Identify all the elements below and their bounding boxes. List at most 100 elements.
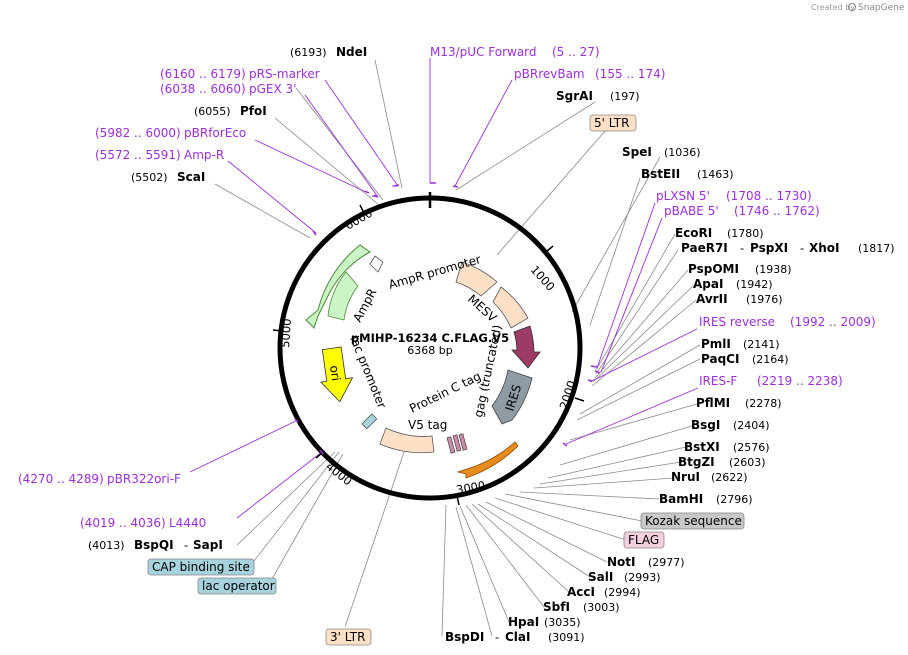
enzyme-nrui: NruI [671, 470, 700, 484]
primer-m13-puc-forward: M13/pUC Forward [430, 45, 537, 59]
primer-pgex3: pGEX 3' [249, 82, 296, 96]
enzyme-pfoi-pos: (6055) [194, 105, 231, 118]
label-v5-tag: V5 tag [408, 418, 447, 432]
enzyme-spei: SpeI [622, 145, 652, 159]
primer-l4440: L4440 [169, 516, 206, 530]
primer-pbrforeco: pBRforEco [184, 126, 246, 140]
lac-promoter-mark [361, 413, 378, 430]
enzyme-labels: (6193) NdeI (6055) PfoI (5502) ScaI SgrA… [88, 45, 895, 644]
label-kozak: Kozak sequence [645, 514, 742, 528]
primer-plxsn5-pos: (1708 .. 1730) [726, 189, 812, 203]
label-5ltr: 5' LTR [594, 116, 629, 130]
primer-leader-lines [189, 58, 699, 519]
primer-pbrrevbam-pos: (155 .. 174) [595, 67, 665, 81]
primer-pbabe5: pBABE 5' [664, 204, 719, 218]
primer-site-marks [294, 182, 601, 455]
tick-5000: 5000 [278, 318, 294, 348]
box-kozak [640, 512, 745, 530]
primer-ires-f-pos: (2219 .. 2238) [757, 374, 843, 388]
enzyme-sali: SalI [588, 570, 613, 584]
tick-6000: 6000 [343, 206, 375, 233]
enzyme-pflmi: PflMI [696, 396, 730, 410]
enzyme-pflmi-pos: (2278) [745, 397, 782, 410]
enzyme-ecori-pos: (1780) [727, 227, 764, 240]
primer-pbrrevbam: pBRrevBam [514, 67, 585, 81]
label-lac-promoter: lac promoter [347, 334, 389, 410]
enzyme-separator: - [184, 538, 188, 552]
enzyme-ecori: EcoRI [675, 226, 712, 240]
enzyme-pfoi: PfoI [240, 104, 267, 118]
enzyme-bamhi-pos: (2796) [716, 493, 753, 506]
enzyme-acci-pos: (2994) [604, 586, 641, 599]
snapgene-branding: Created by SnapGene [811, 3, 905, 13]
enzyme-avrii-pos: (1976) [746, 293, 783, 306]
enzyme-sapi: SapI [193, 538, 223, 552]
enzyme-hpai: HpaI [508, 615, 539, 629]
enzyme-paqci-pos: (2164) [752, 353, 789, 366]
enzyme-paqci: PaqCI [701, 352, 739, 366]
enzyme-pspxi: PspXI [750, 241, 788, 255]
ampr-feature [327, 271, 359, 321]
primer-amp-r-pos: (5572 .. 5591) [95, 148, 181, 162]
enzyme-pmli: PmlI [701, 337, 731, 351]
enzyme-bsteii-pos: (1463) [697, 168, 734, 181]
tick-4000: 4000 [323, 459, 355, 488]
enzyme-noti-pos: (2977) [648, 556, 685, 569]
label-cap-binding-site: CAP binding site [152, 560, 250, 574]
enzyme-noti: NotI [607, 555, 636, 569]
primer-pgex3-pos: (6038 .. 6060) [160, 82, 246, 96]
ltr-arc-2 [492, 286, 529, 329]
enzyme-bstxi: BstXI [684, 440, 720, 454]
ltr-3prime-arc [379, 427, 435, 454]
enzyme-apai: ApaI [693, 277, 723, 291]
protein-c-tag-mark [446, 436, 456, 454]
primer-pbr322ori-f: pBR322ori-F [107, 472, 181, 486]
label-ori: ori [327, 364, 343, 381]
enzyme-paer7i: PaeR7I [681, 241, 728, 255]
box-cap-binding-site [147, 558, 255, 576]
primer-prs-marker-pos: (6160 .. 6179) [160, 67, 246, 81]
enzyme-bspdi-pos: (3091) [548, 631, 585, 644]
primer-ires-reverse: IRES reverse [699, 315, 775, 329]
label-mesv: MESV [465, 292, 500, 326]
enzyme-sali-pos: (2993) [624, 571, 661, 584]
primer-prs-marker: pRS-marker [249, 67, 320, 81]
primer-l4440-pos: (4019 .. 4036) [80, 516, 166, 530]
box-lac-operator [197, 577, 277, 595]
enzyme-pspomi: PspOMI [688, 262, 739, 276]
flag-tag-mark [458, 433, 468, 451]
tick-3000: 3000 [455, 478, 486, 497]
enzyme-scai: ScaI [177, 170, 205, 184]
snapgene-logo-icon [848, 3, 856, 11]
primer-amp-r: Amp-R [184, 148, 224, 162]
enzyme-paer7i-pos: (1817) [858, 242, 895, 255]
enzyme-xhoi: XhoI [809, 241, 840, 255]
enzyme-bspqi: BspQI [134, 538, 174, 552]
enzyme-nrui-pos: (2622) [711, 471, 748, 484]
enzyme-bsgi: BsgI [691, 418, 720, 432]
primer-pbabe5-pos: (1746 .. 1762) [734, 204, 820, 218]
primer-pbrforeco-pos: (5982 .. 6000) [95, 126, 181, 140]
enzyme-ndei-pos: (6193) [290, 46, 327, 59]
enzyme-clai: ClaI [505, 630, 530, 644]
enzyme-btgzi: BtgZI [678, 455, 715, 469]
enzyme-bspdi: BspDI [445, 630, 484, 644]
enzyme-bstxi-pos: (2576) [733, 441, 770, 454]
enzyme-spei-pos: (1036) [664, 146, 701, 159]
enzyme-bamhi: BamHI [659, 492, 703, 506]
enzyme-sgrai: SgrAI [556, 89, 593, 103]
enzyme-sbfi: SbfI [543, 600, 570, 614]
plasmid-name: pMIHP-16234 C.FLAG.V5 [351, 331, 509, 345]
primer-labels: M13/pUC Forward (5 .. 27) pBRrevBam (155… [18, 45, 876, 530]
enzyme-ndei: NdeI [336, 45, 367, 59]
enzyme-hpai-pos: (3035) [544, 616, 581, 629]
boxed-features: 5' LTR Kozak sequence FLAG CAP binding s… [147, 114, 745, 646]
enzyme-separator: - [800, 241, 804, 255]
enzyme-separator: - [740, 241, 744, 255]
enzyme-pmli-pos: (2141) [743, 338, 780, 351]
v5-tag-mark [452, 434, 462, 452]
enzyme-pspomi-pos: (1938) [755, 263, 792, 276]
primer-plxsn5: pLXSN 5' [656, 189, 710, 203]
plasmid-length: 6368 bp [407, 344, 452, 357]
enzyme-apai-pos: (1942) [736, 278, 773, 291]
